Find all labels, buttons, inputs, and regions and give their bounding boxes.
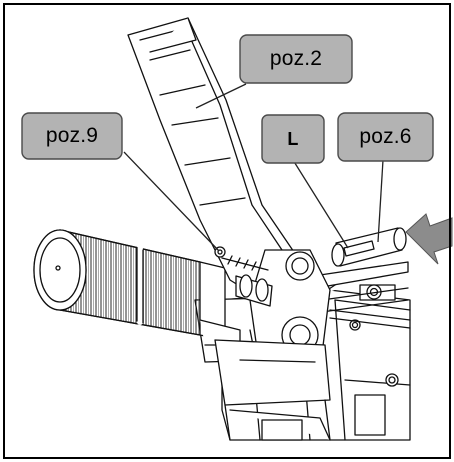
callout-box-poz9 [21,112,123,160]
left-arrow-icon [405,213,453,265]
lever-arm [127,17,301,306]
leader-lines [123,83,384,252]
spring-detail [214,246,273,307]
rail-bars [319,261,409,313]
lower-bracket [214,339,331,441]
callout-box-L [261,114,325,164]
pin-assembly [331,227,407,267]
callout-box-poz2 [239,34,353,84]
callout-shapes [21,34,434,164]
callout-box-poz6 [337,112,434,162]
